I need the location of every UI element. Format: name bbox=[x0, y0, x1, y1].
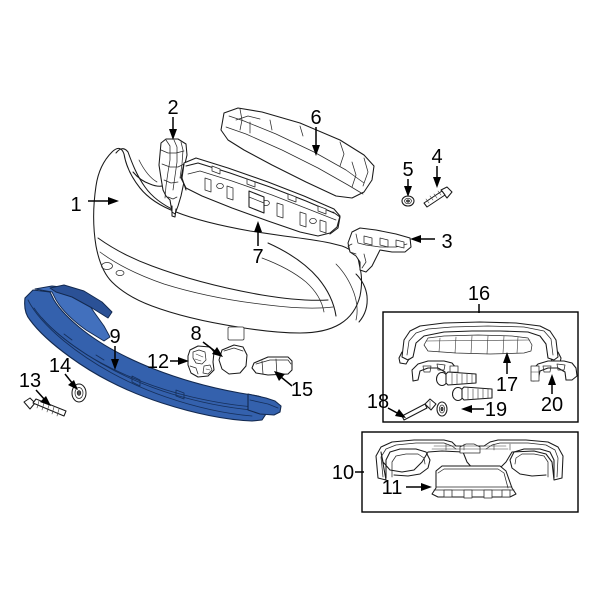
part-screw-upper-panel16[interactable] bbox=[435, 371, 477, 387]
part-diffuser-insert[interactable] bbox=[431, 465, 517, 499]
part-screw[interactable] bbox=[23, 397, 67, 417]
callout-label-9: 9 bbox=[109, 326, 120, 348]
callout-label-7: 7 bbox=[252, 246, 263, 268]
callout-leaders bbox=[35, 117, 556, 491]
callout-label-10: 10 bbox=[332, 462, 354, 484]
callout-label-2: 2 bbox=[167, 97, 178, 119]
part-diffuser-trim[interactable] bbox=[398, 321, 562, 365]
part-nut[interactable] bbox=[401, 195, 415, 207]
callout-label-12: 12 bbox=[147, 351, 169, 373]
part-screw-lower-panel16[interactable] bbox=[451, 386, 493, 402]
callout-label-8: 8 bbox=[190, 323, 201, 345]
part-diffuser-assembly[interactable] bbox=[375, 439, 564, 481]
part-rear-bumper-cover[interactable] bbox=[93, 147, 368, 341]
part-impact-bar-reinforcement[interactable] bbox=[180, 157, 341, 237]
callout-label-3: 3 bbox=[441, 231, 452, 253]
part-tow-hook-cover[interactable] bbox=[218, 344, 248, 375]
callout-labels: 1 2 3 4 5 6 7 8 9 10 11 12 13 14 15 16 1… bbox=[19, 97, 563, 499]
part-bumper-side-bracket-right[interactable] bbox=[347, 227, 412, 273]
callout-label-1: 1 bbox=[70, 194, 81, 216]
part-clip-bracket-right[interactable] bbox=[530, 360, 578, 382]
part-rivet-pin[interactable] bbox=[401, 398, 437, 421]
part-washer[interactable] bbox=[436, 401, 448, 417]
part-upper-reinforcement-beam[interactable] bbox=[220, 107, 375, 199]
callout-label-20: 20 bbox=[541, 394, 563, 416]
callout-label-4: 4 bbox=[431, 146, 442, 168]
callout-label-11: 11 bbox=[382, 477, 403, 499]
callout-label-5: 5 bbox=[402, 159, 413, 181]
callout-label-17: 17 bbox=[496, 374, 518, 396]
panel-16-frame bbox=[382, 311, 579, 423]
callout-label-16: 16 bbox=[468, 283, 490, 305]
callout-label-19: 19 bbox=[485, 399, 507, 421]
part-bolt[interactable] bbox=[423, 186, 453, 208]
callout-label-14: 14 bbox=[49, 355, 71, 377]
callout-label-18: 18 bbox=[367, 391, 389, 413]
part-sensor-bracket[interactable] bbox=[251, 356, 293, 376]
callout-label-13: 13 bbox=[19, 370, 41, 392]
callout-label-15: 15 bbox=[291, 379, 313, 401]
callout-label-6: 6 bbox=[310, 107, 321, 129]
part-bumper-bracket-left[interactable] bbox=[158, 138, 188, 218]
part-retainer-clip-bracket[interactable] bbox=[187, 345, 215, 378]
part-lower-valance-spoiler-highlighted[interactable] bbox=[24, 284, 282, 422]
